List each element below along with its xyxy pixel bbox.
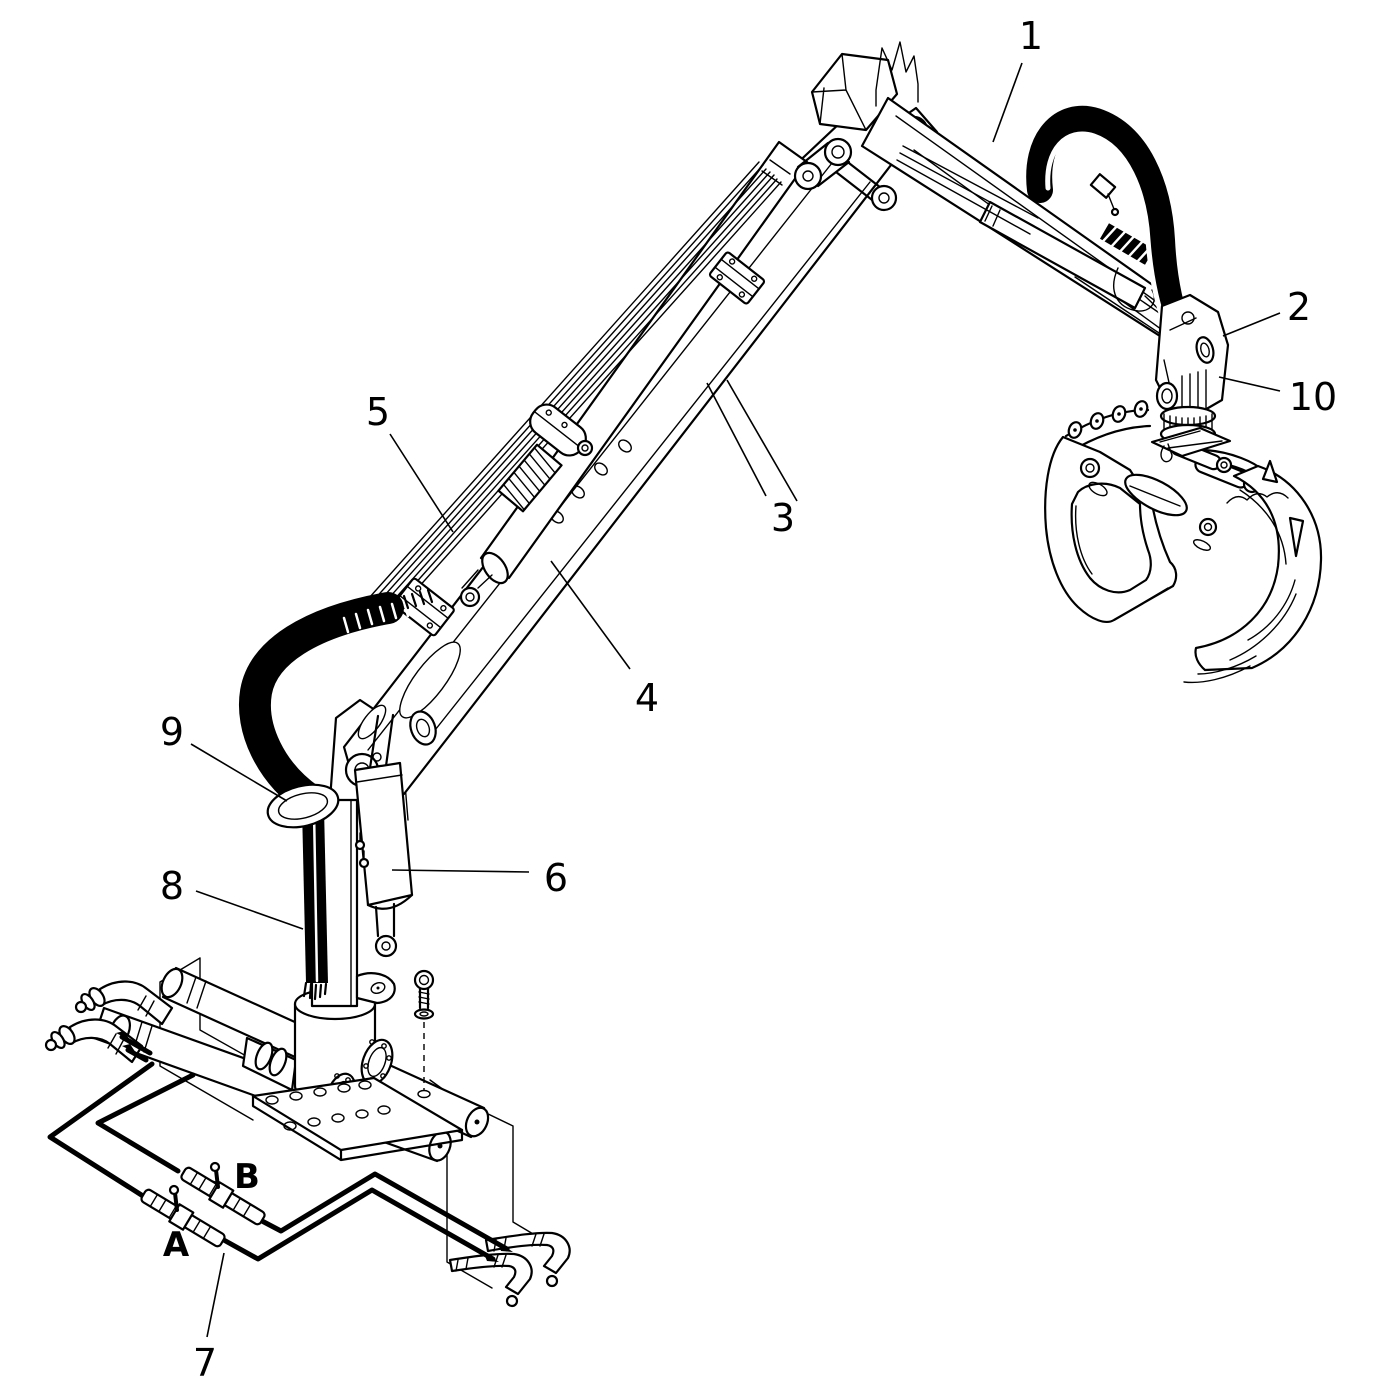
pipe-a xyxy=(47,1061,496,1262)
grapple-left-jaw xyxy=(1044,435,1178,624)
link-and-rotator xyxy=(1150,293,1232,463)
base-plate xyxy=(251,1076,464,1162)
callout-label-6: 6 xyxy=(544,856,568,900)
jagged-bracket xyxy=(875,41,919,107)
callout-leader-7 xyxy=(206,1252,225,1338)
mounting-bolt xyxy=(413,969,435,1099)
right-hose-fittings xyxy=(448,1231,571,1308)
callout-leader-3 xyxy=(706,382,767,497)
callout-label-2: 2 xyxy=(1287,285,1311,329)
callout-label-9: 9 xyxy=(160,710,184,754)
callout-leader-10 xyxy=(1218,376,1281,392)
callout-leader-5 xyxy=(389,433,454,533)
inner-boom xyxy=(342,104,900,821)
callout-label-4: 4 xyxy=(635,676,659,720)
callout-leader-1 xyxy=(992,62,1023,143)
hose-wrap-outer xyxy=(1099,223,1155,265)
callout-leader-2 xyxy=(1222,312,1281,337)
hose-wrap-hatched xyxy=(497,443,563,513)
hydraulic-pipes xyxy=(47,1031,513,1262)
hose-clamp-upper xyxy=(708,251,766,305)
hose-bundle-boom xyxy=(368,161,782,619)
callout-layer: 1 2 10 3 5 4 9 8 6 7 A B xyxy=(160,14,1337,1385)
left-hose-fittings xyxy=(44,980,174,1064)
guide-ring xyxy=(266,783,340,829)
fitting-a xyxy=(140,1188,226,1248)
fitting-b xyxy=(180,1166,266,1226)
callout-label-3: 3 xyxy=(771,496,795,540)
pipe-b xyxy=(95,1072,510,1252)
callout-leader-4 xyxy=(550,560,631,670)
callout-label-1: 1 xyxy=(1019,14,1043,58)
hose-loop xyxy=(1026,105,1196,351)
pillar-bracket-ear xyxy=(355,972,396,1005)
callout-label-8: 8 xyxy=(160,864,184,908)
rotator xyxy=(1150,405,1232,463)
grapple-right-jaw xyxy=(1183,459,1323,684)
callout-label-7: 7 xyxy=(193,1341,217,1385)
callout-label-5: 5 xyxy=(366,390,390,434)
hose-bundle-curve xyxy=(239,588,434,829)
callout-label-A: A xyxy=(163,1225,190,1265)
callout-leader-9 xyxy=(190,743,288,802)
base-assembly xyxy=(44,957,571,1308)
callout-leader-3-1 xyxy=(726,379,798,502)
callout-label-10: 10 xyxy=(1289,375,1337,419)
callout-label-B: B xyxy=(234,1157,260,1197)
grapple xyxy=(1044,400,1323,684)
callout-leader-8 xyxy=(195,890,304,930)
callout-leader-6 xyxy=(391,869,530,873)
extension-cylinder xyxy=(978,200,1147,310)
